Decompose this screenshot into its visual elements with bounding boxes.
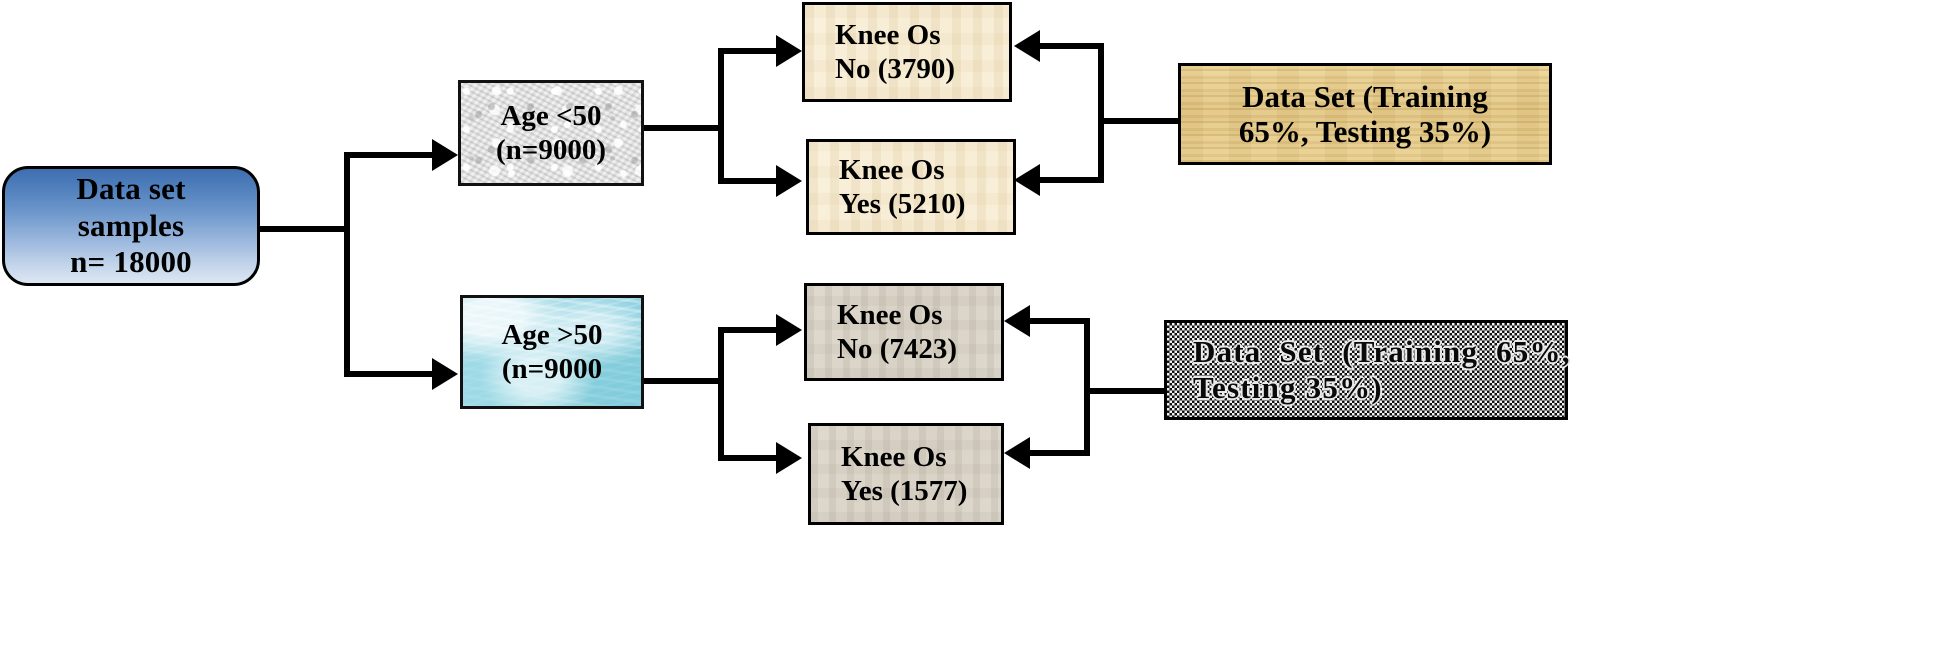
connector-to-knee-no-young	[718, 48, 786, 54]
connector-age-low-trunk	[718, 48, 724, 184]
arrowhead-to-knee-no-old	[776, 314, 802, 346]
node-age-over-50-line-2: (n=9000	[501, 353, 603, 385]
connector-dataset-top-trunk	[1098, 43, 1104, 183]
connector-age-low-out	[642, 125, 724, 131]
node-knee-os-no-young-line-2: No (3790)	[835, 53, 956, 85]
node-knee-os-yes-old[interactable]: Knee Os Yes (1577)	[808, 423, 1004, 525]
connector-root-out	[258, 226, 350, 232]
connector-to-knee-yes-young	[718, 178, 786, 184]
arrowhead-dataset-bottom-to-knee-yes	[1004, 437, 1030, 469]
node-data-set-samples[interactable]: Data set samples n= 18000	[2, 166, 260, 286]
node-age-under-50-line-2: (n=9000)	[496, 134, 606, 166]
arrowhead-to-knee-yes-young	[776, 165, 802, 197]
node-data-set-samples-line-2: samples	[77, 207, 185, 243]
node-knee-os-no-old-line-1: Knee Os	[837, 298, 943, 331]
node-knee-os-yes-old-line-1: Knee Os	[841, 440, 947, 473]
arrowhead-dataset-bottom-to-knee-no	[1004, 305, 1030, 337]
arrowhead-to-knee-yes-old	[776, 442, 802, 474]
connector-dataset-top-out	[1104, 118, 1184, 124]
node-knee-os-no-old[interactable]: Knee Os No (7423)	[804, 283, 1004, 381]
connector-to-age-high	[344, 371, 444, 377]
node-knee-os-yes-old-line-2: Yes (1577)	[841, 475, 968, 507]
connector-to-age-low	[344, 152, 444, 158]
connector-dataset-bottom-trunk	[1084, 318, 1090, 456]
connector-to-knee-yes-old	[718, 455, 786, 461]
node-data-set-split-bottom-line-1: Data Set (Training 65%,	[1193, 334, 1571, 370]
connector-dataset-bottom-to-knee-yes	[1030, 450, 1090, 456]
node-data-set-split-top-line-2: 65%, Testing 35%)	[1238, 114, 1492, 149]
node-data-set-split-bottom[interactable]: Data Set (Training 65%, Testing 35%)	[1164, 320, 1571, 420]
node-data-set-split-top[interactable]: Data Set (Training 65%, Testing 35%)	[1178, 63, 1552, 165]
node-age-over-50[interactable]: Age >50 (n=9000	[460, 295, 644, 409]
arrowhead-dataset-top-to-knee-no	[1014, 30, 1040, 62]
node-data-set-split-top-line-1: Data Set (Training	[1242, 78, 1488, 114]
connector-root-trunk	[344, 152, 350, 377]
node-age-over-50-line-1: Age >50	[501, 318, 603, 351]
connector-age-high-trunk	[718, 327, 724, 461]
node-knee-os-yes-young-line-1: Knee Os	[839, 153, 945, 186]
node-knee-os-no-old-line-2: No (7423)	[837, 333, 958, 365]
node-age-under-50-line-1: Age <50	[500, 99, 602, 132]
connector-age-high-out	[642, 378, 724, 384]
arrowhead-dataset-top-to-knee-yes	[1014, 164, 1040, 196]
connector-to-knee-no-old	[718, 327, 786, 333]
connector-dataset-bottom-to-knee-no	[1030, 318, 1090, 324]
connector-dataset-bottom-out	[1090, 388, 1172, 394]
arrowhead-to-age-high	[432, 358, 458, 390]
node-data-set-samples-line-3: n= 18000	[70, 244, 192, 280]
node-data-set-split-bottom-line-2: Testing 35%)	[1193, 370, 1383, 405]
connector-dataset-top-to-knee-no	[1040, 43, 1104, 49]
node-knee-os-no-young-line-1: Knee Os	[835, 18, 941, 51]
node-age-under-50[interactable]: Age <50 (n=9000)	[458, 80, 644, 186]
node-data-set-samples-line-1: Data set	[76, 171, 186, 207]
arrowhead-to-age-low	[432, 139, 458, 171]
node-knee-os-no-young[interactable]: Knee Os No (3790)	[802, 2, 1012, 102]
arrowhead-to-knee-no-young	[776, 35, 802, 67]
node-knee-os-yes-young-line-2: Yes (5210)	[839, 188, 966, 220]
connector-dataset-top-to-knee-yes	[1040, 177, 1104, 183]
node-knee-os-yes-young[interactable]: Knee Os Yes (5210)	[806, 139, 1016, 235]
